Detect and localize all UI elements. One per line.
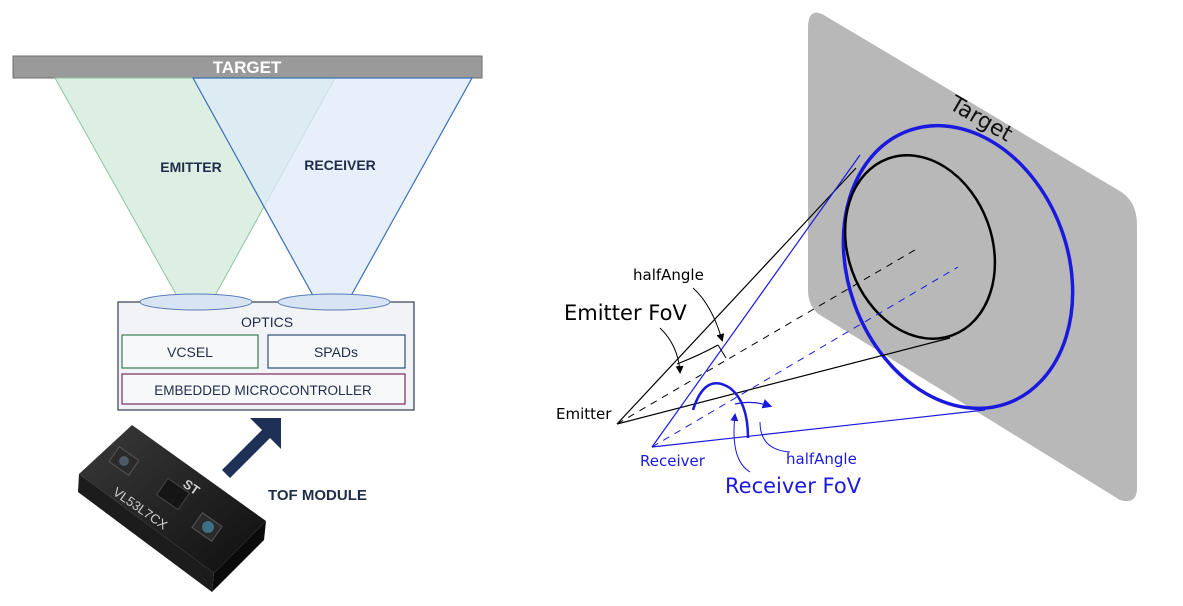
spads-box	[267, 334, 406, 369]
right-diagram: Target halfAngle Emitter FoV Emitter Rec…	[556, 12, 1137, 502]
halfangle-top-label: halfAngle	[633, 266, 704, 284]
emitter-ellipse	[843, 154, 997, 340]
receiver-label: RECEIVER	[304, 157, 376, 173]
emitter-lens	[139, 293, 253, 311]
target-plane	[808, 12, 1137, 502]
module-arrow	[222, 418, 281, 478]
emitter-cone-bottom	[616, 337, 951, 425]
chip-image: ST VL53L7CX	[78, 425, 266, 592]
optics-label: OPTICS	[241, 314, 293, 330]
receiver-cone	[191, 77, 474, 332]
receiver-fov-leader	[730, 413, 751, 473]
spads-label: SPADs	[314, 344, 358, 360]
target-label: TARGET	[213, 58, 282, 77]
receiver-halfangle-arc	[734, 399, 773, 409]
tof-module-label: TOF MODULE	[268, 487, 367, 504]
receiver-ellipse	[841, 123, 1075, 411]
emitter-halfangle-leader	[692, 287, 725, 342]
vcsel-label: VCSEL	[167, 344, 213, 360]
emitter-fov-leader	[659, 327, 684, 374]
emitter-halfangle-arc	[676, 344, 719, 365]
receiver-fov-label: Receiver FoV	[725, 474, 862, 498]
receiver-lens	[277, 293, 391, 311]
mcu-label: EMBEDDED MICROCONTROLLER	[154, 383, 372, 398]
emitter-label: EMITTER	[160, 159, 221, 175]
emitter-cone-top	[616, 167, 857, 425]
receiver-halfangle-leader	[759, 421, 791, 453]
left-diagram: TARGET EMITTER RECEIVER OPTICS VCSEL SPA…	[12, 55, 483, 592]
emitter-fov-label: Emitter FoV	[564, 301, 687, 325]
mcu-box	[121, 373, 406, 405]
receiver-fov-arc	[691, 382, 750, 439]
halfangle-bottom-label: halfAngle	[786, 450, 857, 468]
vcsel-box	[121, 334, 259, 369]
receiver-cone-top	[651, 154, 861, 448]
emitter-label-right: Emitter	[556, 405, 612, 423]
emitter-axis	[616, 246, 921, 425]
receiver-label-right: Receiver	[640, 452, 706, 470]
receiver-cone-bottom	[651, 409, 986, 448]
